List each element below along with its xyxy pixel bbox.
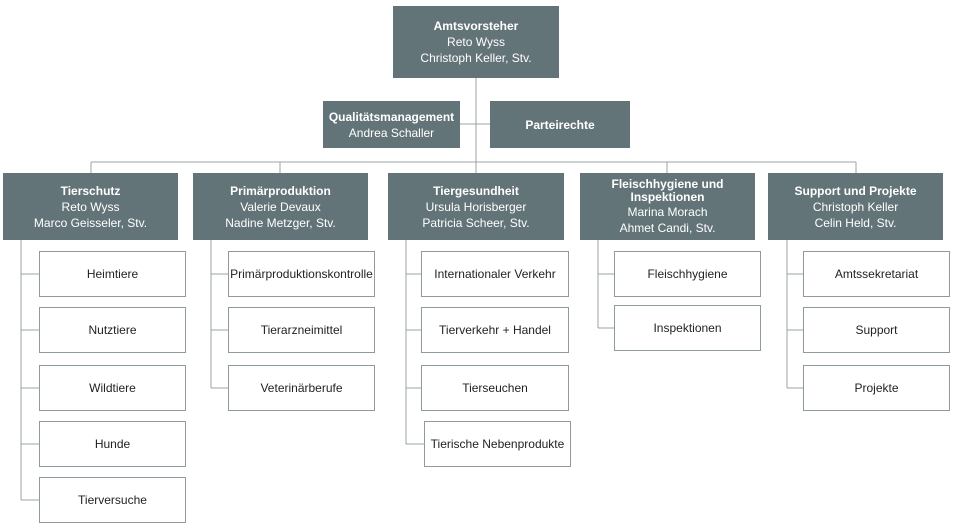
unit-box: Veterinärberufe bbox=[228, 365, 375, 411]
staff-box-line: Andrea Schaller bbox=[348, 125, 435, 140]
unit-box: Primärproduktionskontrolle bbox=[228, 251, 375, 297]
division-line: Marina Morach bbox=[627, 204, 708, 219]
division-line: Ahmet Candi, Stv. bbox=[619, 220, 716, 235]
division-box-tiergesundheit: Tiergesundheit Ursula Horisberger Patric… bbox=[388, 173, 564, 240]
unit-box: Amtssekretariat bbox=[803, 251, 950, 297]
division-box-tierschutz: Tierschutz Reto Wyss Marco Geisseler, St… bbox=[3, 173, 178, 240]
division-line: Marco Geisseler, Stv. bbox=[33, 215, 148, 230]
division-line: Ursula Horisberger bbox=[425, 199, 527, 214]
division-title: Primärproduktion bbox=[230, 183, 331, 198]
division-line: Nadine Metzger, Stv. bbox=[225, 215, 336, 230]
top-box-amtsvorsteher: Amtsvorsteher Reto Wyss Christoph Keller… bbox=[393, 6, 559, 78]
unit-box: Projekte bbox=[803, 365, 950, 411]
unit-box: Tierarzneimittel bbox=[228, 307, 375, 353]
division-box-primaerproduktion: Primärproduktion Valerie Devaux Nadine M… bbox=[193, 173, 368, 240]
division-line: Reto Wyss bbox=[61, 199, 120, 214]
division-box-support-und-projekte: Support und Projekte Christoph Keller Ce… bbox=[768, 173, 943, 240]
unit-box: Nutztiere bbox=[39, 307, 186, 353]
division-title: Tierschutz bbox=[60, 183, 121, 198]
division-title: Tiergesundheit bbox=[433, 183, 519, 198]
top-box-line: Christoph Keller, Stv. bbox=[420, 51, 532, 65]
unit-box: Support bbox=[803, 307, 950, 353]
division-line: Christoph Keller bbox=[812, 199, 899, 214]
staff-box-title: Parteirechte bbox=[525, 117, 595, 132]
unit-box: Hunde bbox=[39, 421, 186, 467]
unit-box: Fleischhygiene bbox=[614, 251, 761, 297]
division-line: Patricia Scheer, Stv. bbox=[422, 215, 530, 230]
unit-box: Internationaler Verkehr bbox=[421, 251, 569, 297]
staff-box-title: Qualitätsmanagement bbox=[328, 109, 455, 124]
division-title: Support und Projekte bbox=[794, 183, 917, 198]
unit-box: Inspektionen bbox=[614, 305, 761, 351]
unit-box: Heimtiere bbox=[39, 251, 186, 297]
division-box-fleischhygiene: Fleischhygiene und Inspektionen Marina M… bbox=[580, 173, 755, 240]
unit-box: Wildtiere bbox=[39, 365, 186, 411]
staff-box-qualitaetsmanagement: Qualitätsmanagement Andrea Schaller bbox=[323, 101, 460, 148]
division-line: Valerie Devaux bbox=[240, 199, 321, 214]
unit-box: Tierische Nebenprodukte bbox=[424, 421, 571, 467]
top-box-line: Reto Wyss bbox=[447, 35, 505, 49]
division-line: Celin Held, Stv. bbox=[814, 215, 897, 230]
top-box-title: Amtsvorsteher bbox=[433, 19, 519, 33]
staff-box-parteirechte: Parteirechte bbox=[490, 101, 630, 148]
division-title: Fleischhygiene und Inspektionen bbox=[611, 176, 724, 204]
unit-box: Tierverkehr + Handel bbox=[421, 307, 569, 353]
unit-box: Tierseuchen bbox=[421, 365, 569, 411]
unit-box: Tierversuche bbox=[39, 477, 186, 523]
